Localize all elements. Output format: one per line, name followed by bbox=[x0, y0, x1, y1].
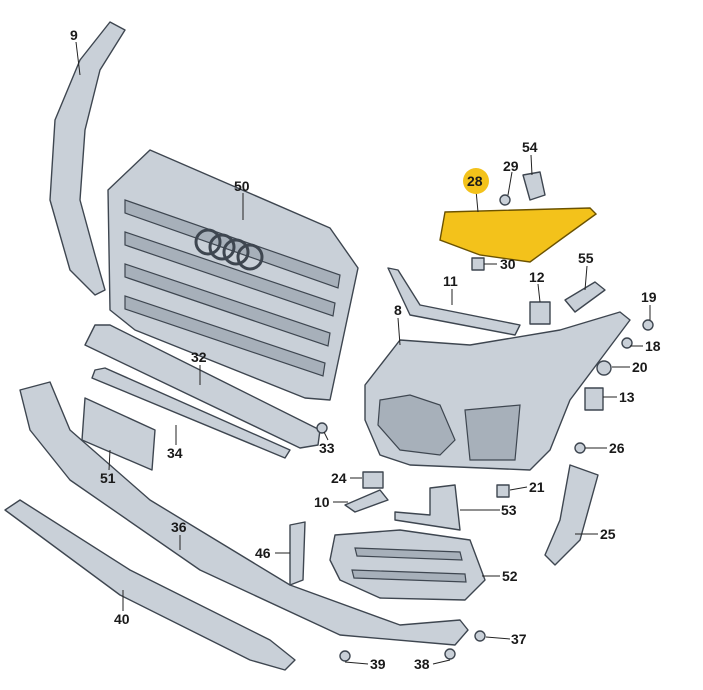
part-30-nut bbox=[471, 257, 485, 271]
part-24-mount bbox=[362, 471, 384, 489]
leader-lines bbox=[75, 41, 651, 665]
part-20-clip bbox=[596, 360, 612, 376]
part-37-screw bbox=[474, 630, 486, 642]
part-32-lower-grille bbox=[84, 324, 321, 449]
callout-9: 9 bbox=[70, 27, 78, 43]
part-46-bracket bbox=[289, 521, 306, 586]
callout-37: 37 bbox=[511, 631, 527, 647]
callout-29: 29 bbox=[503, 158, 519, 174]
part-13-bracket bbox=[584, 387, 604, 411]
part-34-lower-trim bbox=[91, 367, 291, 459]
callout-26: 26 bbox=[609, 440, 625, 456]
part-51-license-bracket bbox=[81, 397, 156, 471]
callout-46: 46 bbox=[255, 545, 271, 561]
part-18-screw bbox=[621, 337, 633, 349]
callout-24: 24 bbox=[331, 470, 347, 486]
callout-53: 53 bbox=[501, 502, 517, 518]
callout-34: 34 bbox=[167, 445, 183, 461]
callout-51: 51 bbox=[100, 470, 116, 486]
callout-55: 55 bbox=[578, 250, 594, 266]
callout-19: 19 bbox=[641, 289, 657, 305]
part-21-clip bbox=[496, 484, 510, 498]
callout-labels: 9 50 28 29 54 30 11 12 55 19 18 20 13 8 … bbox=[70, 27, 661, 672]
part-40-lower-lip bbox=[4, 499, 296, 671]
callout-10: 10 bbox=[314, 494, 330, 510]
callout-40: 40 bbox=[114, 611, 130, 627]
callout-32: 32 bbox=[191, 349, 207, 365]
fog-grille-slats bbox=[351, 547, 467, 583]
part-12-clip bbox=[529, 301, 551, 325]
audi-rings-logo bbox=[194, 228, 264, 271]
part-39-screw bbox=[339, 650, 351, 662]
part-11-trim-strip bbox=[387, 267, 521, 336]
bumper-fog-opening bbox=[377, 394, 456, 456]
bumper-center-opening bbox=[464, 404, 521, 461]
callout-18: 18 bbox=[645, 338, 661, 354]
callout-28-highlight-badge bbox=[463, 168, 489, 194]
callout-20: 20 bbox=[632, 359, 648, 375]
callout-11: 11 bbox=[443, 273, 458, 289]
callout-33: 33 bbox=[319, 440, 335, 456]
part-36-spoiler bbox=[19, 381, 469, 646]
part-28-bracket-highlighted bbox=[439, 207, 598, 263]
callout-12: 12 bbox=[529, 269, 545, 285]
part-9-side-bracket bbox=[49, 21, 126, 296]
part-26-screw bbox=[574, 442, 586, 454]
part-25-side-guide bbox=[544, 464, 599, 566]
callout-54: 54 bbox=[522, 139, 538, 155]
part-54-clip bbox=[522, 171, 546, 201]
callout-25: 25 bbox=[600, 526, 616, 542]
callout-39: 39 bbox=[370, 656, 386, 672]
callout-36: 36 bbox=[171, 519, 187, 535]
part-19-screw bbox=[642, 319, 654, 331]
callout-38: 38 bbox=[414, 656, 430, 672]
callout-52: 52 bbox=[502, 568, 518, 584]
part-33-screw bbox=[316, 422, 328, 434]
callout-50: 50 bbox=[234, 178, 250, 194]
part-53-bracket bbox=[394, 484, 461, 531]
callout-30: 30 bbox=[500, 256, 516, 272]
callout-13: 13 bbox=[619, 389, 635, 405]
part-38-screw bbox=[444, 648, 456, 660]
part-52-fog-grille bbox=[329, 529, 486, 601]
callout-21: 21 bbox=[529, 479, 545, 495]
callout-8: 8 bbox=[394, 302, 402, 318]
part-29-screw bbox=[499, 194, 511, 206]
callout-28: 28 bbox=[467, 173, 483, 189]
part-10-cap bbox=[344, 489, 389, 513]
